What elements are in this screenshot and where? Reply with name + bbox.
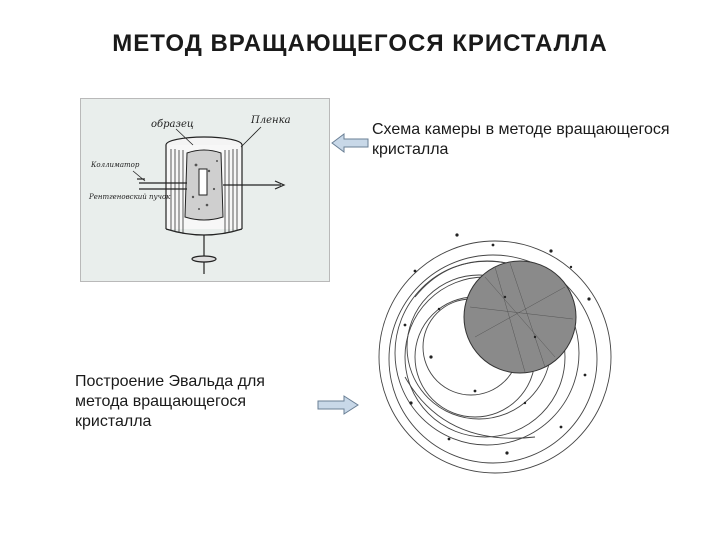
collimator-label: Коллиматор [90, 161, 140, 169]
pointer-arrow-left [331, 133, 369, 153]
ewald-construction-figure [378, 233, 612, 474]
camera-scheme-drawing: образец Пленка Коллиматор Рентгеновский … [88, 115, 291, 274]
ewald-sphere [463, 260, 577, 374]
reciprocal-lattice-points [403, 233, 591, 455]
film-cylinder [165, 136, 243, 236]
camera-scheme-caption: Схема камеры в методе вращающегося крист… [372, 121, 670, 158]
slide-title: МЕТОД ВРАЩАЮЩЕГОСЯ КРИСТАЛЛА [112, 30, 608, 57]
pointer-arrow-right [317, 395, 359, 415]
primary-beam-label: Рентгеновский пучок [88, 193, 171, 201]
rotation-stem [191, 235, 217, 274]
ewald-caption: Построение Эвальда для метода вращающего… [75, 373, 265, 430]
film-label: Пленка [250, 115, 291, 126]
camera-scheme-figure: образец Пленка Коллиматор Рентгеновский … [80, 98, 330, 282]
collimator-beam [137, 178, 286, 190]
sample-label: образец [151, 119, 194, 130]
